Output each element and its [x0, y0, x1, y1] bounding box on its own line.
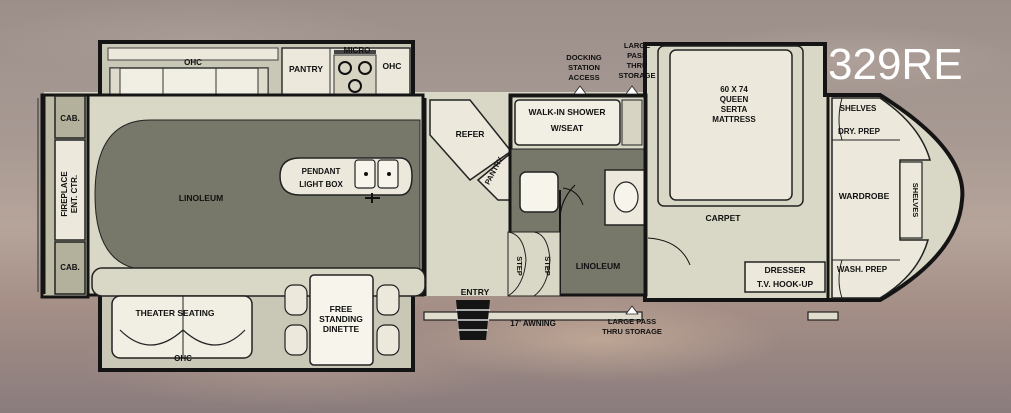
label-entry: ENTRY: [461, 287, 490, 297]
entry-steps: [507, 231, 561, 297]
label-bed-1: 60 X 74: [720, 85, 748, 94]
label-fireplace: FIREPLACE: [60, 171, 69, 217]
top-slideout: [98, 40, 415, 116]
label-lp-top-3: THRU: [627, 61, 648, 70]
bottom-slideout: [91, 267, 426, 372]
label-cab-top: CAB.: [60, 114, 80, 123]
label-ent-ctr: ENT. CTR.: [70, 175, 79, 213]
label-lp-top-1: LARGE: [624, 41, 650, 50]
label-cab-bottom: CAB.: [60, 263, 80, 272]
label-shower-1: WALK-IN SHOWER: [529, 107, 606, 117]
storage-arrows: [573, 85, 639, 315]
label-lp-top-2: PASS: [627, 51, 647, 60]
model-title: 329RE: [828, 40, 963, 89]
label-awning: 17' AWNING: [510, 319, 556, 328]
label-wardrobe: WARDROBE: [839, 191, 890, 201]
label-bed-3: SERTA: [721, 105, 748, 114]
label-dinette-3: DINETTE: [323, 324, 360, 334]
label-pantry-top: PANTRY: [289, 64, 323, 74]
entry-and-awning: [423, 300, 839, 340]
label-shelves-top: SHELVES: [840, 104, 877, 113]
label-dresser-2: T.V. HOOK-UP: [757, 279, 814, 289]
label-shower-2: W/SEAT: [551, 123, 584, 133]
label-lp-bottom-1: LARGE PASS: [608, 317, 656, 326]
label-refer: REFER: [456, 129, 485, 139]
storage-bottom-arrow-icon: [625, 305, 639, 315]
label-pendant-1: PENDANT: [302, 167, 341, 176]
label-ohc-bottom: OHC: [174, 354, 192, 363]
label-micro: MICRO: [344, 46, 371, 55]
bedroom: [643, 44, 931, 300]
label-dinette-2: STANDING: [319, 314, 363, 324]
label-docking-1: DOCKING: [566, 53, 602, 62]
storage-top-arrow-icon: [625, 85, 639, 95]
front-wall-cabinets: [37, 95, 86, 295]
label-ohc-kitchen: OHC: [383, 61, 402, 71]
label-bed-4: MATTRESS: [712, 115, 756, 124]
label-ohc-top: OHC: [184, 58, 202, 67]
kitchen-island: [279, 157, 413, 203]
label-theater: THEATER SEATING: [135, 308, 214, 318]
label-docking-3: ACCESS: [568, 73, 599, 82]
label-dinette-1: FREE: [330, 304, 353, 314]
label-step-1: STEP: [515, 256, 524, 276]
label-wash-prep: WASH. PREP: [837, 265, 888, 274]
label-docking-2: STATION: [568, 63, 600, 72]
label-linoleum-main: LINOLEUM: [179, 193, 223, 203]
label-linoleum-bath: LINOLEUM: [576, 261, 620, 271]
label-dresser-1: DRESSER: [764, 265, 805, 275]
label-step-2: STEP: [543, 256, 552, 276]
label-lp-top-4: STORAGE: [619, 71, 656, 80]
bathroom: [508, 93, 648, 297]
label-shelves-side: SHELVES: [911, 183, 920, 217]
docking-arrow-icon: [573, 85, 587, 95]
label-bed-2: QUEEN: [720, 95, 749, 104]
label-carpet: CARPET: [706, 213, 742, 223]
label-pendant-2: LIGHT BOX: [299, 180, 343, 189]
label-dry-prep: DRY. PREP: [838, 127, 881, 136]
label-lp-bottom-2: THRU STORAGE: [602, 327, 662, 336]
